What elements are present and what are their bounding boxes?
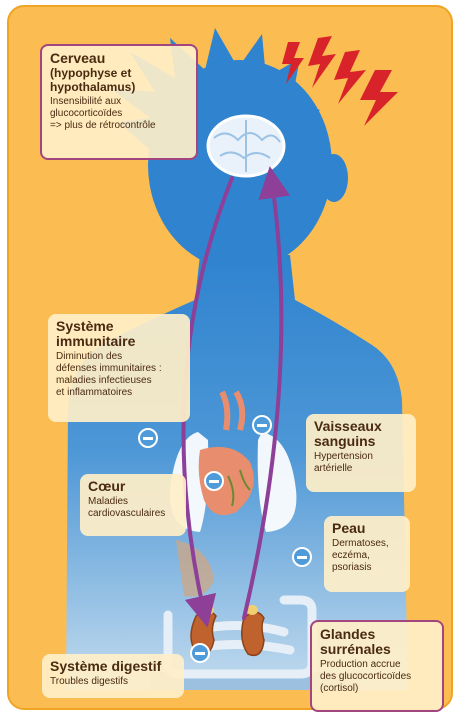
glandes-desc-line: des glucocorticoïdes bbox=[320, 671, 412, 682]
cerveau-subtitle: (hypophyse et hypothalamus) bbox=[50, 66, 136, 94]
immunitaire-title: immunitaire bbox=[56, 333, 136, 349]
cerveau-desc-line: => plus de rétrocontrôle bbox=[50, 120, 156, 131]
peau-desc-line: eczéma, bbox=[332, 550, 370, 561]
cerveau-title: Cerveau bbox=[50, 50, 106, 66]
cerveau-desc-line: Insensibilité aux bbox=[50, 96, 122, 107]
peau-desc-line: psoriasis bbox=[332, 562, 372, 573]
coeur-desc-line: cardiovasculaires bbox=[88, 508, 166, 519]
digestif-desc: Troubles digestifs bbox=[50, 676, 128, 687]
digestif-title: Système digestif bbox=[50, 658, 162, 674]
immunitaire-desc-line: défenses immunitaires : bbox=[56, 363, 162, 374]
immunitaire-desc-line: et inflammatoires bbox=[56, 387, 133, 398]
ear bbox=[320, 154, 348, 202]
vaisseaux-desc-line: artérielle bbox=[314, 463, 353, 474]
immunitaire-desc-line: Diminution des bbox=[56, 351, 123, 362]
cerveau-desc-line: glucocorticoïdes bbox=[50, 108, 123, 119]
peau-title: Peau bbox=[332, 520, 366, 536]
coeur-title: Cœur bbox=[88, 478, 126, 494]
coeur-desc-line: Maladies bbox=[88, 496, 129, 507]
glandes-desc-line: (cortisol) bbox=[320, 683, 359, 694]
glandes-desc-line: Production accrue bbox=[320, 659, 401, 670]
label-coeur: Cœur Maladies cardiovasculaires bbox=[80, 474, 186, 536]
brain-icon bbox=[206, 114, 286, 178]
vaisseaux-desc-line: Hypertension bbox=[314, 451, 373, 462]
arrow-up bbox=[242, 166, 291, 620]
immunitaire-title: Système bbox=[56, 318, 114, 334]
label-digestif: Système digestif Troubles digestifs bbox=[42, 654, 184, 698]
glandes-title: Glandes bbox=[320, 626, 376, 642]
glandes-title: surrénales bbox=[320, 641, 391, 657]
peau-desc-line: Dermatoses, bbox=[332, 538, 389, 549]
vaisseaux-title: sanguins bbox=[314, 433, 376, 449]
lightning-bolt-icon bbox=[282, 36, 398, 126]
label-immunitaire: Système immunitaire Diminution des défen… bbox=[48, 314, 190, 422]
label-peau: Peau Dermatoses, eczéma, psoriasis bbox=[324, 516, 410, 592]
label-vaisseaux: Vaisseaux sanguins Hypertension artériel… bbox=[306, 414, 416, 492]
immunitaire-desc-line: maladies infectieuses bbox=[56, 375, 152, 386]
vaisseaux-title: Vaisseaux bbox=[314, 418, 382, 434]
label-glandes: Glandes surrénales Production accrue des… bbox=[310, 620, 444, 712]
label-cerveau: Cerveau (hypophyse et hypothalamus) Inse… bbox=[40, 44, 198, 160]
minus-icon bbox=[138, 415, 312, 663]
heart-icon bbox=[198, 390, 254, 516]
